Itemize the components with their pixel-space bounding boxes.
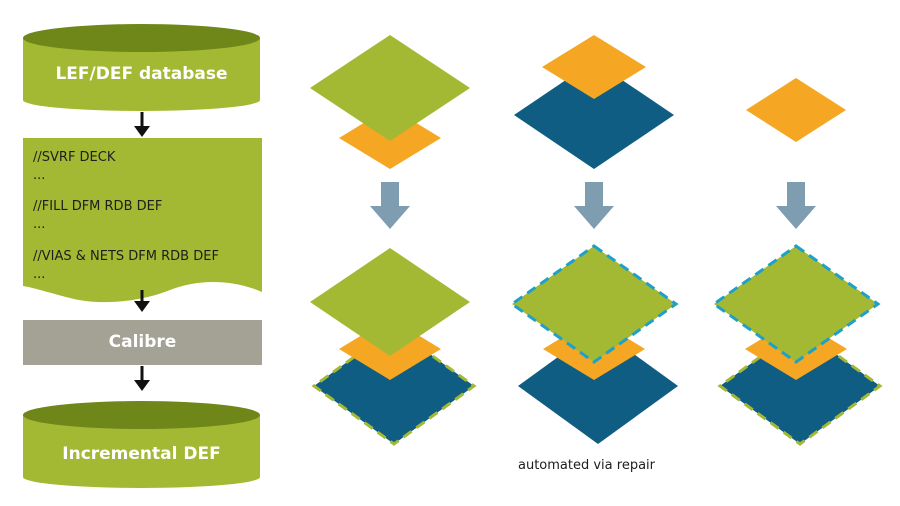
deck-line-ellipsis-2: ... [33,217,46,232]
col1-down-arrow [370,182,410,229]
col1-top-green-layer [310,35,470,141]
col3-top-orange-layer [746,78,846,142]
col1-bottom-blue-outline [311,326,477,446]
col2-top-blue-layer [514,61,674,169]
col1-bottom-green-layer [310,248,470,356]
flow-arrow-1 [134,112,150,137]
col2-bottom-green-layer [512,246,676,362]
calibre-box [23,320,262,365]
flow-arrow-3 [134,366,150,391]
deck-line-vias-nets: //VIAS & NETS DFM RDB DEF [33,249,219,264]
col3-bottom-green-outline [711,244,881,364]
lefdef-database-cylinder [23,24,260,111]
col3-bottom-green-layer [714,246,878,362]
svrf-deck-document [23,138,262,303]
deck-line-ellipsis-3: ... [33,267,46,282]
col3-down-arrow [776,182,816,229]
deck-line-fill: //FILL DFM RDB DEF [33,199,163,214]
incremental-def-cylinder [23,401,260,488]
lefdef-database-label: LEF/DEF database [55,64,228,84]
incremental-def-label: Incremental DEF [62,444,221,464]
col2-bottom-green-outline [509,244,679,364]
col2-top-orange-layer [542,35,646,99]
calibre-label: Calibre [108,332,177,352]
deck-line-svrf: //SVRF DECK [33,150,116,165]
flow-arrow-2 [134,290,150,312]
deck-line-ellipsis-1: ... [33,168,46,183]
col3-bottom-blue-outline [717,326,883,446]
col2-caption: automated via repair [518,458,656,473]
col2-down-arrow [574,182,614,229]
